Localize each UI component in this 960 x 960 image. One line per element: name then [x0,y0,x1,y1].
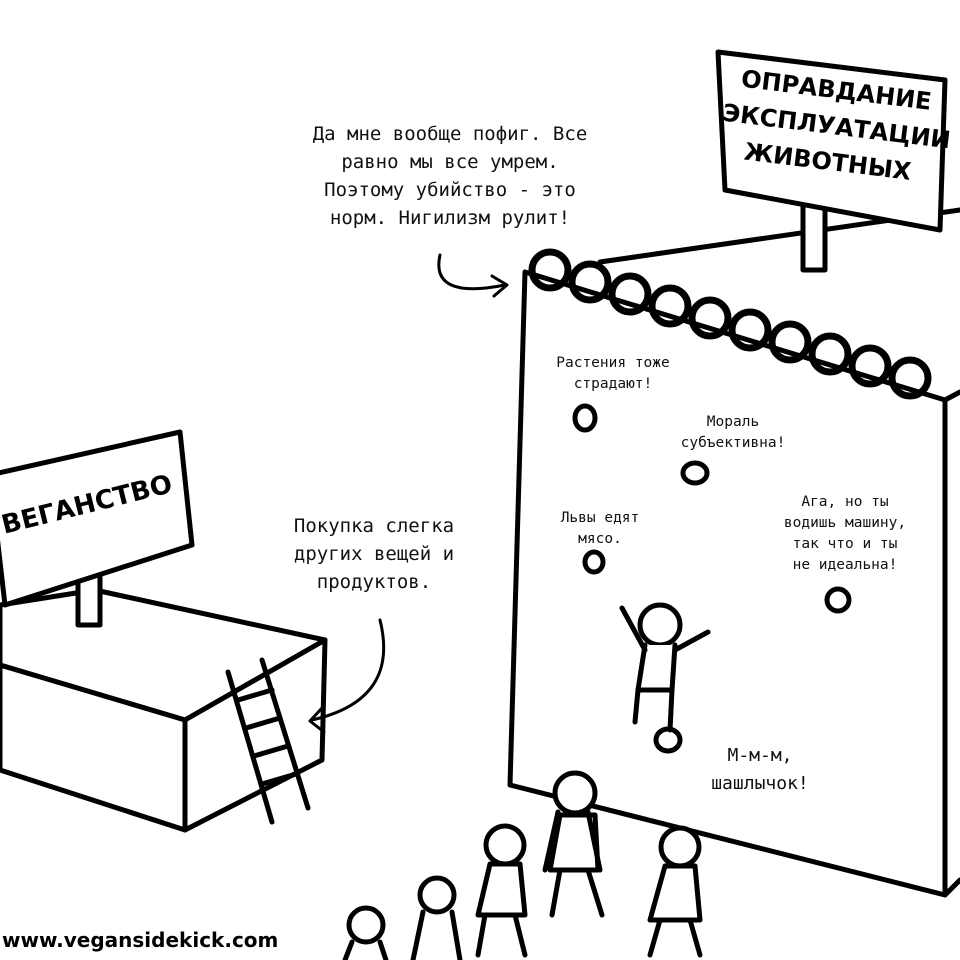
climbing-holds [572,403,852,754]
watermark-url: www.vegansidekick.com [2,928,279,952]
climber-figure [619,602,711,733]
purchase-caption: Покупка слегка других вещей и продуктов. [293,515,455,593]
barbed-wire [528,248,932,400]
crowd-figures [342,770,703,960]
plants-argument: Растения тоже страдают! [556,355,670,392]
kebab-speech: М-м-м, шашлычок! [711,745,809,794]
morals-argument: Мораль субъективна! [680,414,786,451]
car-argument: Ага, но ты водишь машину, так что и ты н… [783,494,907,573]
veganism-block [0,587,328,833]
nihilism-speech: Да мне вообще пофиг. Все равно мы все ум… [312,123,588,229]
ladder [225,657,311,825]
left-sign [0,429,195,628]
lions-argument: Львы едят мясо. [560,510,640,547]
right-sign [715,49,948,273]
arrows [308,253,509,734]
